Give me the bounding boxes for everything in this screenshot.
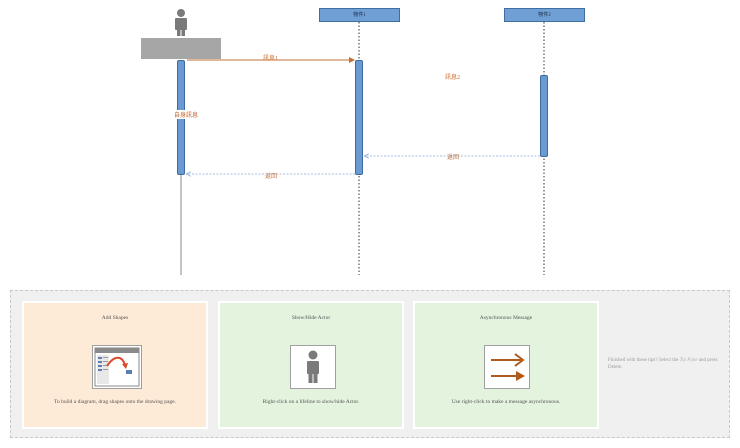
- object1-box[interactable]: 物件1: [319, 8, 400, 22]
- return1-label: 返回: [265, 174, 278, 180]
- tip-card-add-shapes: Add Shapes To build a diagram, drag shap…: [22, 301, 208, 429]
- tip-card-description: To build a diagram, drag shapes onto the…: [54, 399, 176, 405]
- finish-tips-note: Finished with these tips? Select the Tip…: [608, 357, 718, 371]
- message1-label: 訊息1: [263, 56, 279, 62]
- finish-note-highlight: Tip Pane: [679, 358, 698, 363]
- tip-card-title: Add Shapes: [101, 315, 129, 321]
- tip-card-description: Use right-click to make a message asynch…: [451, 399, 561, 405]
- drag-shapes-icon: [92, 345, 142, 389]
- object2-activation-bar[interactable]: [540, 75, 548, 157]
- tip-card-show-hide-actor: Show/Hide Actor Right-click on a lifelin…: [218, 301, 404, 429]
- actor-icon: [290, 345, 336, 389]
- tip-card-title: Asynchronous Message: [479, 315, 533, 321]
- object1-activation-bar[interactable]: [355, 60, 363, 175]
- actor-icon[interactable]: [175, 9, 187, 36]
- async-arrows-icon: [484, 345, 530, 389]
- tip-card-title: Show/Hide Actor: [291, 315, 331, 321]
- sequence-diagram: 物件1 物件2 訊息1 訊息2 自身訊息 返回 返回: [141, 8, 585, 275]
- message2-label: 訊息2: [445, 75, 461, 81]
- diagram-canvas: [141, 9, 545, 275]
- actor-name-box[interactable]: [141, 38, 221, 59]
- tip-pane[interactable]: Add Shapes To build a diagram, drag shap…: [10, 290, 730, 438]
- finish-note-prefix: Finished with these tips? Select the: [608, 358, 679, 363]
- self-message-label: 自身訊息: [173, 110, 200, 119]
- return2-label: 返回: [447, 155, 460, 161]
- tip-card-description: Right-click on a lifeline to show/hide A…: [262, 399, 360, 405]
- tip-card-async-message: Asynchronous Message Use right-click to …: [413, 301, 599, 429]
- finish-note-suffix: and press Delete.: [608, 358, 718, 370]
- object2-box[interactable]: 物件2: [504, 8, 585, 22]
